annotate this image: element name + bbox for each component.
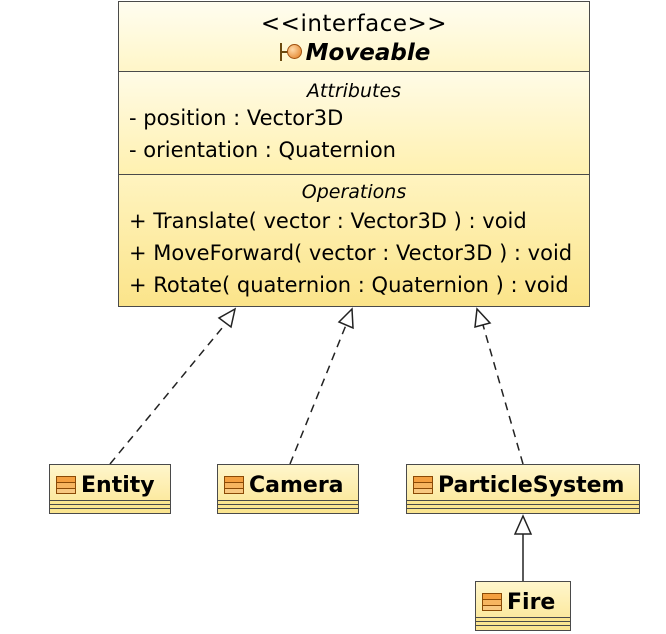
class-name: Camera — [249, 473, 344, 498]
interface-name-row: Moveable — [119, 40, 589, 66]
operation-item: + Translate( vector : Vector3D ) : void — [129, 209, 527, 233]
realization-line-entity — [109, 321, 228, 465]
operations-compartment: Operations + Translate( vector : Vector3… — [119, 175, 589, 306]
class-name: ParticleSystem — [438, 473, 625, 498]
class-camera-label: Camera — [224, 473, 344, 498]
class-entity-label: Entity — [56, 473, 155, 498]
class-entity[interactable]: Entity — [49, 464, 171, 514]
interface-name: Moveable — [305, 40, 431, 66]
realization-line-particlesystem — [482, 324, 524, 465]
realization-line-camera — [289, 324, 347, 465]
attributes-compartment: Attributes - position : Vector3D - orien… — [119, 72, 589, 175]
attribute-item: - position : Vector3D — [129, 106, 344, 130]
class-compartment-lines — [407, 500, 639, 513]
class-fire-label: Fire — [482, 590, 555, 615]
class-compartment-lines — [476, 617, 570, 630]
realization-arrowhead-particlesystem — [474, 307, 492, 329]
class-name: Entity — [81, 473, 155, 498]
class-particlesystem-label: ParticleSystem — [413, 473, 624, 498]
class-icon — [56, 476, 76, 494]
class-name: Fire — [507, 590, 556, 615]
attributes-title: Attributes — [306, 80, 402, 102]
attribute-item: - orientation : Quaternion — [129, 138, 396, 162]
interface-moveable[interactable]: <<interface>> Moveable Attributes - posi… — [118, 1, 590, 307]
interface-lollipop-icon — [278, 41, 302, 63]
realization-arrowhead-camera — [337, 307, 354, 330]
operations-title: Operations — [301, 181, 407, 203]
interface-stereotype: <<interface>> — [260, 11, 448, 37]
class-compartment-lines — [218, 500, 358, 513]
interface-header: <<interface>> Moveable — [119, 2, 589, 72]
class-compartment-lines — [50, 500, 170, 513]
realization-arrowhead-entity — [217, 307, 237, 329]
class-particlesystem[interactable]: ParticleSystem — [406, 464, 640, 514]
class-camera[interactable]: Camera — [217, 464, 359, 514]
generalization-arrowhead-fire — [513, 514, 533, 535]
class-icon — [224, 476, 244, 494]
operation-item: + MoveForward( vector : Vector3D ) : voi… — [129, 241, 573, 265]
operation-item: + Rotate( quaternion : Quaternion ) : vo… — [129, 273, 569, 297]
class-icon — [413, 476, 433, 494]
class-icon — [482, 593, 502, 611]
class-fire[interactable]: Fire — [475, 581, 571, 631]
